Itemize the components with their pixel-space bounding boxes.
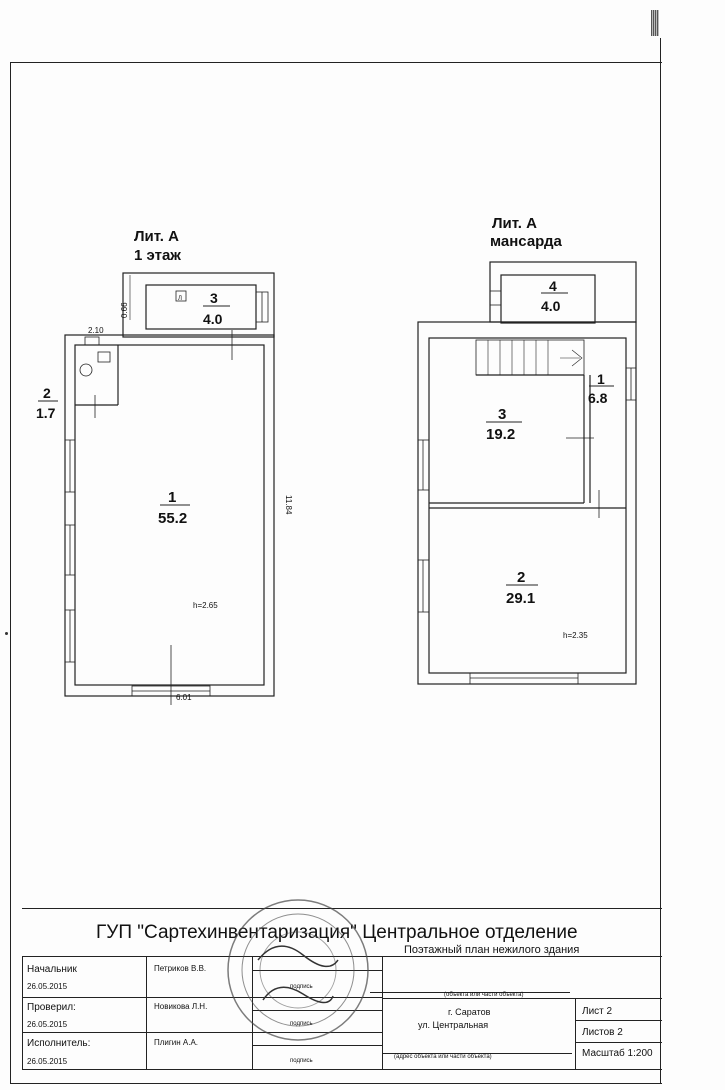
title-block: ГУП "Сартехинвентаризация" Центральное о… [22, 908, 662, 1070]
dim-601: 6.01 [176, 693, 192, 702]
ceiling-height-mansard: h=2.35 [563, 631, 588, 640]
plan-mansard-subheader: мансарда [490, 233, 562, 250]
toilet-fixture [79, 363, 93, 377]
room-2-area: 1.7 [36, 405, 56, 421]
sink-fixture [97, 351, 111, 363]
room-1-area: 55.2 [158, 510, 187, 527]
dim-210: 2.10 [88, 326, 104, 335]
date-checker: 26.05.2015 [27, 1020, 68, 1029]
plan-first-floor [64, 272, 275, 705]
signature-2 [262, 986, 334, 1004]
room-3-number: 3 [210, 290, 218, 306]
room-1-number: 1 [168, 489, 176, 506]
floor-plans: Лит. А 1 этаж 3 4.0 2 1.7 1 55.2 Л 0.66 … [36, 215, 637, 705]
room-4-area: 4.0 [541, 298, 561, 314]
document-title: Поэтажный план нежилого здания [404, 944, 580, 956]
room-1-walls [74, 344, 265, 686]
round-seal [227, 899, 369, 1041]
room-4-number: 4 [549, 278, 557, 294]
address-caption: (адрес объекта или части объекта) [394, 1054, 492, 1060]
signature-1 [257, 945, 339, 968]
sign-caption-executor: подпись [290, 1058, 313, 1064]
room-3-area: 19.2 [486, 426, 515, 443]
binding-mark [651, 10, 659, 36]
sheet-number: Лист 2 [582, 1006, 613, 1017]
dim-1184: 11.84 [284, 495, 293, 515]
plan-first-floor-subheader: 1 этаж [134, 247, 181, 264]
sign-caption-checker: подпись [290, 1021, 313, 1027]
sign-caption-chief: подпись [290, 984, 313, 990]
date-chief: 26.05.2015 [27, 982, 68, 991]
address-city: г. Саратов [448, 1007, 491, 1017]
date-executor: 26.05.2015 [27, 1057, 68, 1066]
plan-first-floor-header: Лит. А [134, 228, 179, 245]
room-walls-inner [428, 337, 627, 674]
role-checker: Проверил: [27, 1002, 76, 1013]
plan-mansard [417, 261, 637, 685]
name-chief: Петриков В.В. [154, 964, 207, 973]
wall-outer-top-annex [489, 261, 637, 323]
organization-name: ГУП "Сартехинвентаризация" Центральное о… [96, 922, 578, 943]
room-2-number: 2 [517, 569, 525, 586]
room-1-area: 6.8 [588, 390, 608, 406]
margin-dot [5, 632, 8, 635]
scale: Масштаб 1:200 [582, 1048, 653, 1059]
room-3-number: 3 [498, 406, 506, 423]
role-chief: Начальник [27, 964, 77, 975]
stove-fixture [175, 290, 187, 302]
windows-left [64, 291, 269, 697]
stove-label: Л [178, 296, 182, 302]
dim-066: 0.66 [120, 302, 129, 318]
room-2-number: 2 [43, 385, 51, 401]
plan-mansard-header: Лит. А [492, 215, 537, 232]
role-executor: Исполнитель: [27, 1038, 91, 1049]
wall-outer-top-annex [122, 272, 275, 338]
sheet-border-right [660, 38, 661, 1083]
sheet-count: Листов 2 [582, 1027, 623, 1038]
address-street: ул. Центральная [418, 1020, 489, 1030]
area-fraction-lines [38, 292, 614, 586]
room-2-area: 29.1 [506, 590, 535, 607]
windows-right [417, 290, 637, 685]
room-3-walls [145, 284, 257, 330]
ceiling-height-first: h=2.65 [193, 601, 218, 610]
name-checker: Новикова Л.Н. [154, 1002, 208, 1011]
sheet-border [10, 62, 662, 1084]
object-caption: (объекта или части объекта) [444, 992, 524, 998]
staircase [475, 339, 585, 376]
stair-steps [487, 340, 583, 375]
room-1-number: 1 [597, 371, 605, 387]
room-3-area: 4.0 [203, 311, 223, 327]
name-executor: Плигин А.А. [154, 1038, 199, 1047]
